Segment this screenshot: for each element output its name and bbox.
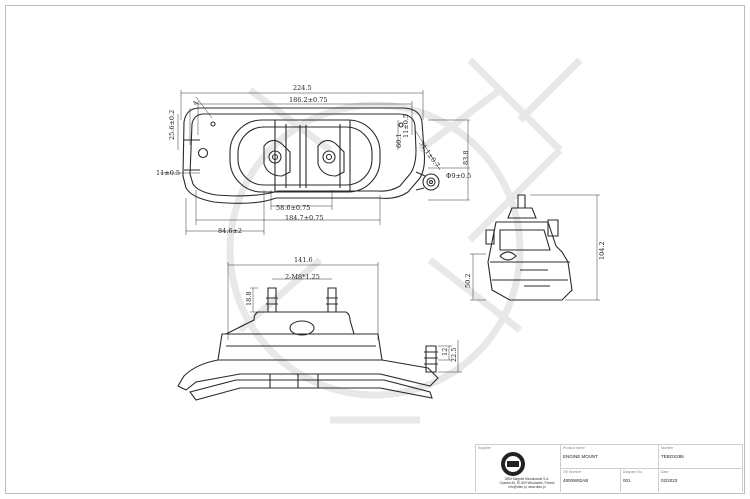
product-name-cell: Product name ENGINE MOUNT (560, 444, 658, 468)
product-name-value: ENGINE MOUNT (563, 454, 599, 459)
front-view-labels: 141.6 2-M8*1.25 18.8 12 22.5 11±0.5 (245, 114, 458, 362)
date-cell: Date 02/2023 (658, 468, 743, 492)
dim-left-height: 25.6±0.2 (168, 110, 176, 140)
company-info: DBM Magneti Michalowski S.A. Opacka 45, … (496, 477, 558, 490)
company-name: DBM Magneti Michalowski S.A. (504, 477, 550, 481)
dim-right-hole-dia: Φ9±0.5 (446, 172, 471, 180)
dim-hole-spacing: 186.2±0.75 (289, 96, 328, 104)
number-label: Number (661, 446, 674, 450)
title-block: Supplier DBM Magneti Michalowski S.A. Op… (475, 444, 743, 492)
diagram-value: 001 (623, 478, 631, 483)
company-logo-icon (501, 452, 525, 476)
dim-pin-b: 22.5 (450, 348, 458, 362)
date-value: 02/2023 (661, 478, 678, 483)
dim-side-stud: 11±0.5 (402, 114, 410, 138)
dim-stud-thread: 2-M8*1.25 (285, 273, 320, 281)
oe-label: OE Number (563, 470, 582, 474)
number-value: TEBOX286 (661, 454, 684, 459)
dim-front-width: 141.6 (294, 256, 313, 264)
dim-side-total-height: 104.2 (598, 241, 606, 260)
oe-cell: OE Number 4800W82AB (560, 468, 620, 492)
top-view (182, 107, 440, 204)
front-view (177, 287, 439, 401)
oe-value: 4800W82AB (563, 478, 589, 483)
product-name-label: Product name (563, 446, 585, 450)
dim-side-height-a: 60.1 (395, 134, 403, 148)
side-view-labels: 104.2 50.2 (464, 241, 606, 288)
dim-lower-span: 184.7±0.75 (285, 214, 324, 222)
dim-top-width: 224.5 (293, 84, 312, 92)
dim-stud-height: 18.8 (245, 292, 253, 306)
front-view-dimensions (227, 262, 462, 373)
number-cell: Number TEBOX286 (658, 444, 743, 468)
side-view (485, 194, 573, 301)
company-contact: info@dbm.pl, www.dbm.pl (508, 485, 546, 490)
dim-right-height: 83.8 (462, 151, 470, 165)
diagram-label: Diagram No. (623, 470, 643, 474)
date-label: Date (661, 470, 669, 474)
dim-left-span: 84.6±2 (218, 227, 242, 235)
top-view-dimensions (160, 90, 470, 235)
drawing-frame (5, 5, 745, 494)
supplier-label: Supplier (478, 446, 491, 450)
dim-stud-offset: 58.6±0.75 (276, 204, 310, 212)
side-view-dimensions (470, 194, 600, 301)
diagram-cell: Diagram No. 001 (620, 468, 658, 492)
dim-small-top: 4 (191, 99, 200, 107)
dim-left-offset: 11±0.5 (156, 169, 180, 177)
company-address: Opacka 45, 87-800 Wloclawek, Poland (499, 481, 555, 486)
supplier-cell: Supplier DBM Magneti Michalowski S.A. Op… (475, 444, 560, 492)
dim-side-lower: 50.2 (464, 274, 472, 288)
dim-pin-a: 12 (441, 348, 449, 356)
